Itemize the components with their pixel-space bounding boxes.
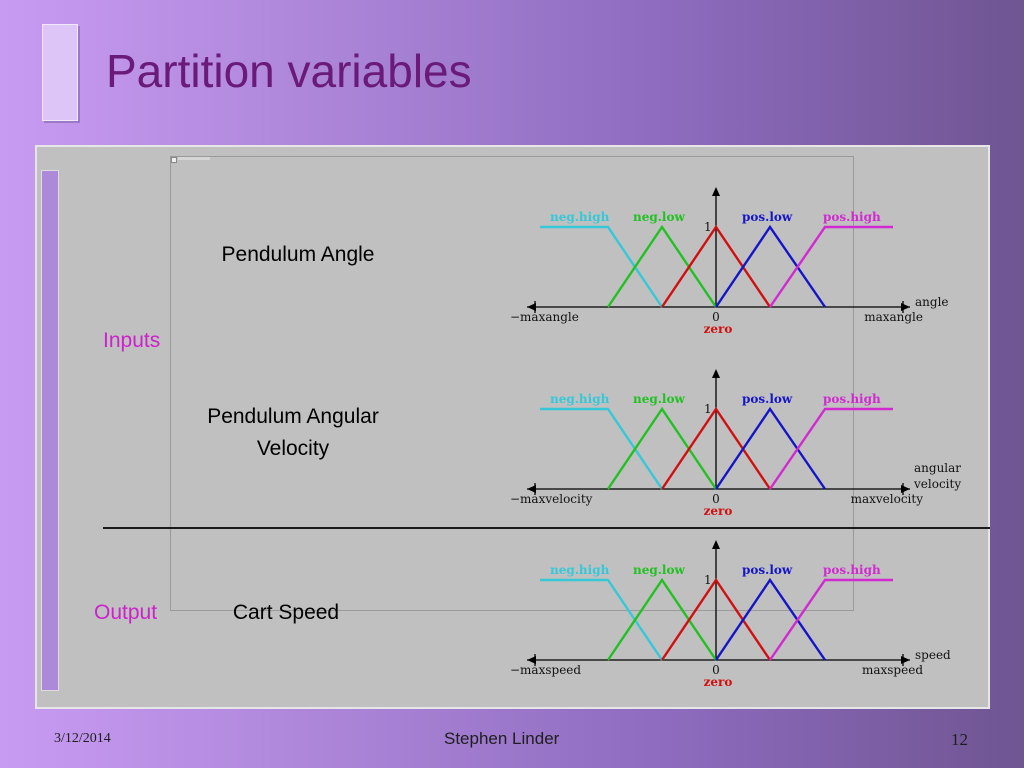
velocity-membership-graph: 1 neg.high neg.low pos.low pos.high −maxveloc… (510, 369, 961, 518)
footer-date: 3/12/2014 (54, 731, 111, 746)
set-label-pos-high: pos.high (823, 563, 881, 577)
input-output-divider (103, 527, 990, 529)
axis-name-label-line2: velocity (913, 477, 961, 491)
peak-one-label: 1 (704, 402, 712, 416)
mf-pos-low (715, 406, 826, 490)
set-label-pos-high: pos.high (823, 210, 881, 224)
frame-handle-icon (171, 157, 177, 163)
axis-name-label: angle (915, 295, 949, 309)
mf-neg-high (540, 407, 663, 490)
axis-min-label: −maxangle (510, 310, 579, 324)
axis-name-label: angular (914, 461, 961, 475)
set-label-pos-high: pos.high (823, 392, 881, 406)
set-label-pos-low: pos.low (742, 563, 793, 577)
y-axis-arrow-icon (712, 369, 720, 378)
axis-max-label: maxspeed (862, 663, 923, 677)
axis-zero-label: 0 (712, 492, 720, 506)
angle-membership-graph: 1 neg.high neg.low pos.low pos.high −maxangle… (510, 187, 949, 336)
set-label-pos-low: pos.low (742, 392, 793, 406)
set-label-neg-high: neg.high (550, 210, 610, 224)
mf-zero (661, 577, 771, 661)
y-axis-arrow-icon (712, 187, 720, 196)
peak-one-label: 1 (704, 573, 712, 587)
peak-one-label: 1 (704, 220, 712, 234)
pendulum-angular-velocity-label: Pendulum Angular Velocity (207, 405, 379, 460)
set-label-neg-low: neg.low (633, 210, 685, 224)
zero-set-label: zero (704, 322, 733, 336)
speed-membership-graph: 1 neg.high neg.low pos.low pos.high −maxspeed… (510, 540, 951, 689)
axis-zero-label: 0 (712, 663, 720, 677)
set-label-neg-high: neg.high (550, 563, 610, 577)
mf-neg-high (540, 225, 663, 308)
mf-pos-high (769, 407, 893, 490)
axis-max-label: maxangle (864, 310, 923, 324)
mf-pos-low (715, 224, 826, 308)
title-accent-bar (42, 24, 78, 121)
x-axis-left-arrow-icon (527, 485, 536, 493)
axis-max-label: maxvelocity (851, 492, 924, 506)
mf-pos-high (769, 225, 893, 308)
cart-speed-label: Cart Speed (232, 601, 340, 624)
zero-set-label: zero (704, 504, 733, 518)
inputs-label: Inputs (103, 329, 161, 352)
mf-pos-high (769, 578, 893, 661)
mf-neg-low (607, 577, 717, 661)
mf-zero (661, 406, 771, 490)
axis-min-label: −maxvelocity (510, 492, 593, 506)
set-label-pos-low: pos.low (742, 210, 793, 224)
slide-title: Partition variables (106, 45, 472, 97)
mf-pos-low (715, 577, 826, 661)
footer-author: Stephen Linder (444, 729, 560, 748)
diagram-panel (35, 145, 990, 709)
output-label: Output (94, 601, 158, 624)
pendulum-angle-label: Pendulum Angle (221, 243, 375, 266)
y-axis-arrow-icon (712, 540, 720, 549)
axis-zero-label: 0 (712, 310, 720, 324)
set-label-neg-low: neg.low (633, 392, 685, 406)
zero-set-label: zero (704, 675, 733, 689)
mf-neg-high (540, 578, 663, 661)
embedded-object-frame (170, 156, 854, 611)
set-label-neg-high: neg.high (550, 392, 610, 406)
mf-neg-low (607, 406, 717, 490)
mf-neg-low (607, 224, 717, 308)
panel-left-bar (41, 170, 59, 691)
x-axis-left-arrow-icon (527, 303, 536, 311)
axis-name-label: speed (915, 648, 951, 662)
footer-page-number: 12 (951, 730, 968, 749)
frame-caption (178, 157, 210, 160)
set-label-neg-low: neg.low (633, 563, 685, 577)
mf-zero (661, 224, 771, 308)
x-axis-left-arrow-icon (527, 656, 536, 664)
axis-min-label: −maxspeed (510, 663, 581, 677)
